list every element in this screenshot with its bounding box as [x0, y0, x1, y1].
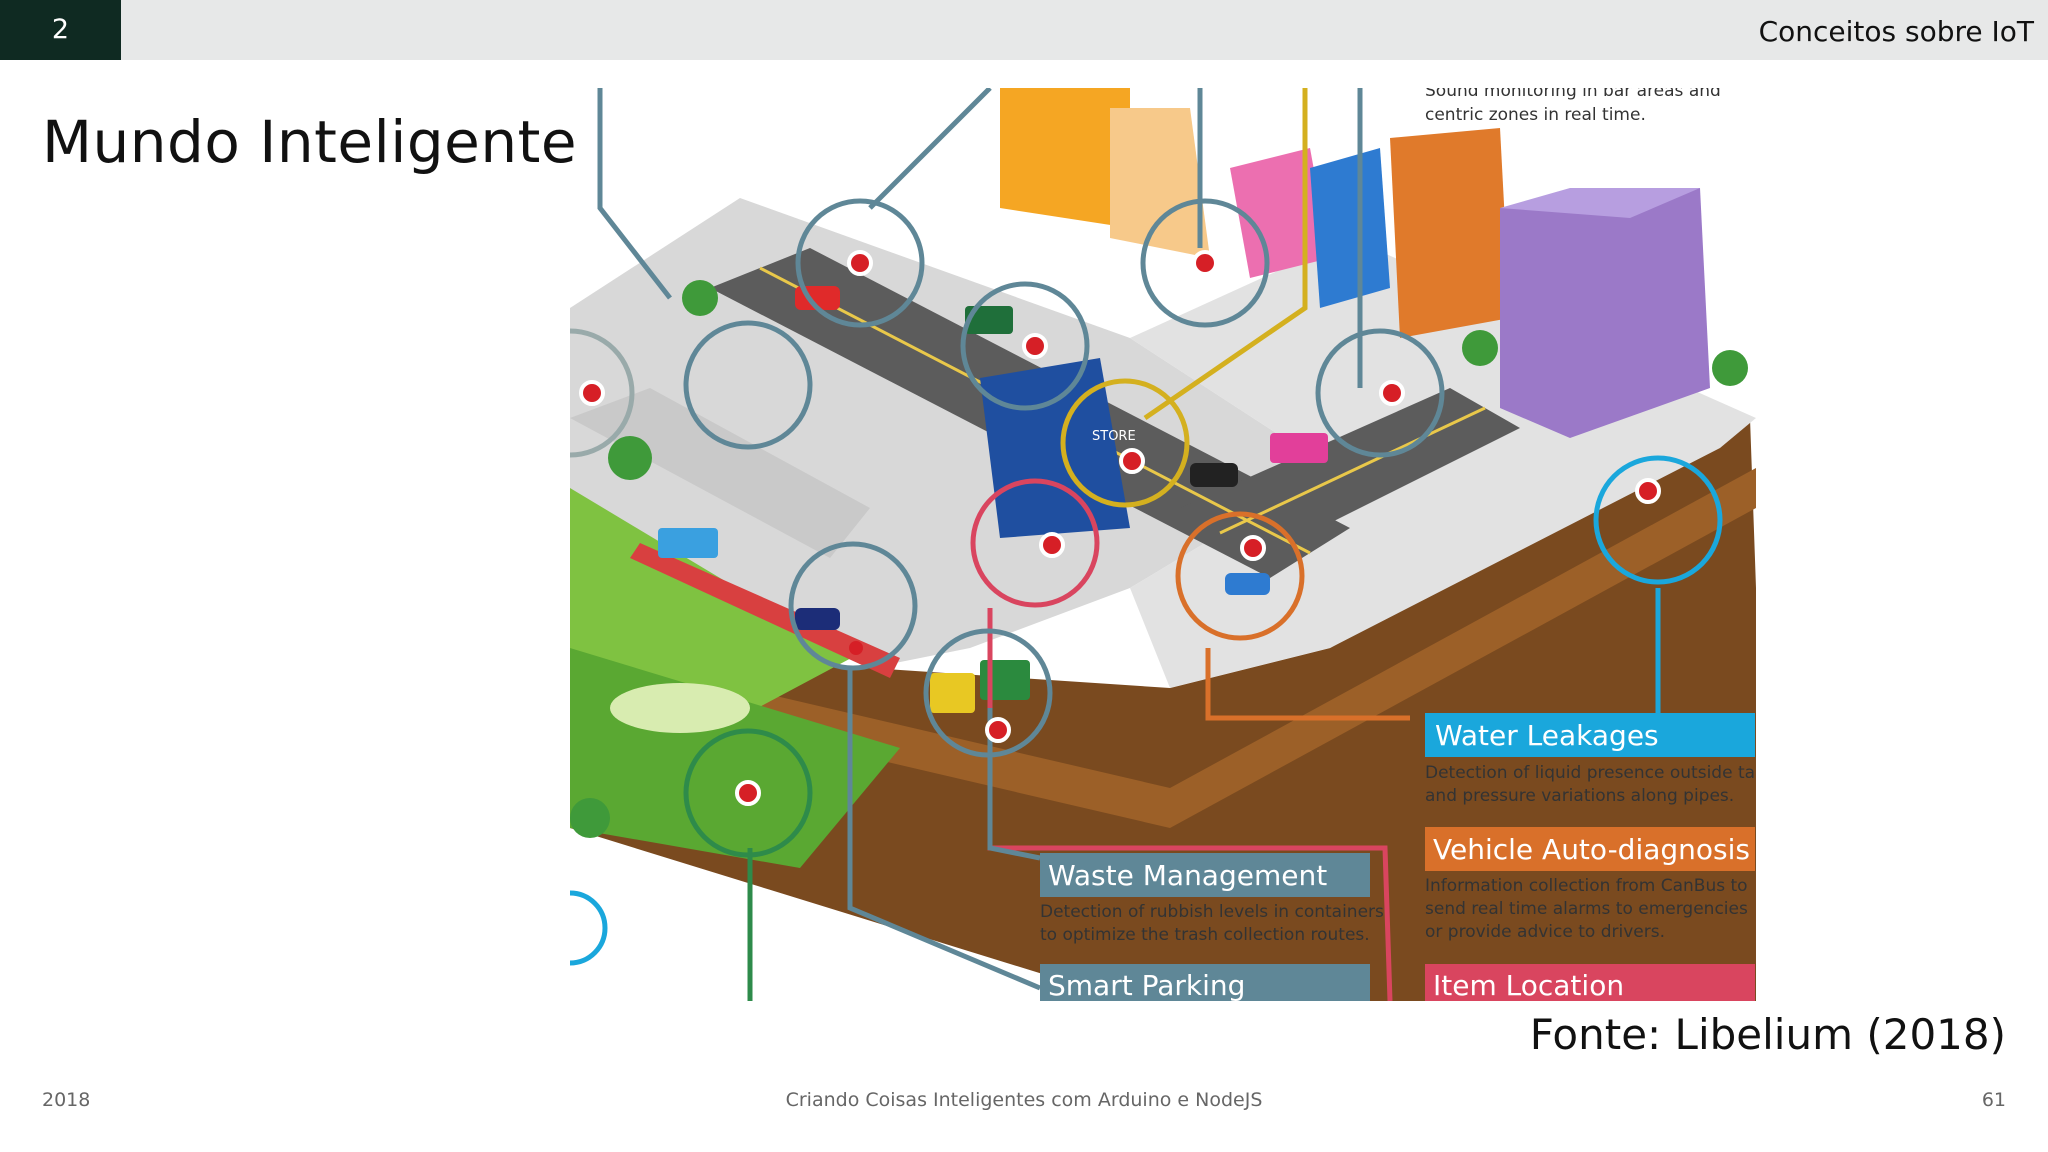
slide-title: Mundo Inteligente	[42, 108, 578, 176]
water-leakages-bar	[1425, 713, 1755, 757]
item-location-bar	[1425, 964, 1755, 1001]
water-leakages-desc-1: Detection of liquid presence outside tan…	[1425, 763, 1756, 783]
waste-management-desc-2: to optimize the trash collection routes.	[1040, 925, 1370, 945]
water-leakages-desc-2: and pressure variations along pipes.	[1425, 786, 1734, 806]
smart-city-illustration: Sound monitoring in bar areas and centri…	[570, 88, 1756, 1001]
top-caption-line-1: Sound monitoring in bar areas and	[1425, 88, 1721, 101]
footer-page-number: 61	[1981, 1089, 2006, 1111]
sensor-dots	[579, 250, 1661, 806]
vehicle-auto-diagnosis-desc-2: send real time alarms to emergencies	[1425, 899, 1748, 919]
header-title: Conceitos sobre IoT	[1758, 15, 2034, 48]
sensor-rings	[570, 198, 1723, 966]
waste-management-title: Waste Management	[1048, 859, 1327, 892]
vehicle-auto-diagnosis-title: Vehicle Auto-diagnosis	[1433, 833, 1750, 866]
vehicle-auto-diagnosis-desc-1: Information collection from CanBus to	[1425, 876, 1748, 896]
item-location-title: Item Location	[1433, 969, 1624, 1001]
smart-parking-title: Smart Parking	[1048, 969, 1245, 1001]
waste-management-bar	[1040, 853, 1370, 897]
top-bar	[0, 0, 2048, 60]
footer-year: 2018	[42, 1089, 91, 1111]
section-number: 2	[0, 0, 121, 60]
water-leakages-title: Water Leakages	[1435, 719, 1659, 752]
vehicle-auto-diagnosis-desc-3: or provide advice to drivers.	[1425, 922, 1665, 942]
vehicle-auto-diagnosis-bar	[1425, 827, 1755, 871]
source-citation: Fonte: Libelium (2018)	[1529, 1010, 2006, 1059]
waste-management-desc-1: Detection of rubbish levels in container…	[1040, 902, 1384, 922]
store-sign: STORE	[1092, 429, 1136, 444]
top-caption-line-2: centric zones in real time.	[1425, 105, 1646, 125]
smart-parking-bar	[1040, 964, 1370, 1001]
footer-course-title: Criando Coisas Inteligentes com Arduino …	[785, 1089, 1263, 1111]
